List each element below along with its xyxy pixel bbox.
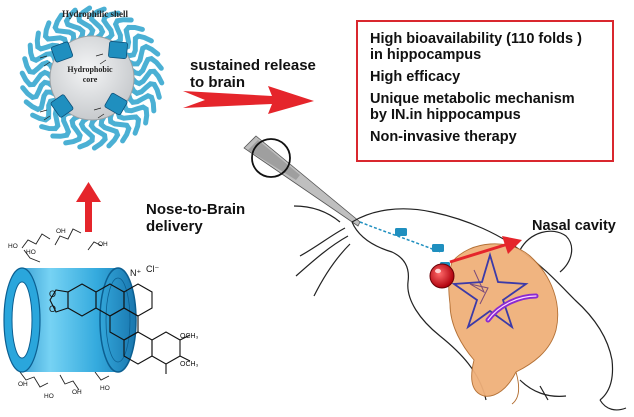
- hydroxyl-7: OH: [72, 389, 82, 396]
- pipette: [243, 135, 361, 227]
- hydroxyl-4: OH: [98, 241, 108, 248]
- micelle-tail: [121, 33, 154, 59]
- micelle-tail: [20, 79, 56, 101]
- hydroxyl-5: OH: [18, 381, 28, 388]
- cation-label: N⁺: [130, 268, 141, 278]
- micelle-linker: [39, 55, 51, 67]
- micelle-tail: [129, 68, 165, 87]
- brain: [448, 243, 559, 405]
- micelle-linker: [95, 53, 107, 65]
- ring-oxygen-2: O: [49, 304, 56, 314]
- benefit-item: High bioavailability (110 folds ) in hip…: [370, 31, 582, 63]
- methoxy-2: OCH₃: [180, 361, 199, 368]
- cyclodextrin-complex: O O N⁺ Cl⁻ OCH₃ OCH₃ HO OH HO OH OH HO O…: [3, 228, 199, 400]
- rat-illustration: [293, 205, 627, 411]
- target-star-outline: [451, 251, 529, 330]
- drug-marker-2: [432, 244, 444, 252]
- micelle-tail: [42, 20, 69, 51]
- micelle-tail: [101, 10, 121, 43]
- hydroxyl-3: HO: [26, 249, 36, 256]
- micelle-tail: [98, 113, 121, 149]
- micelle-tail: [107, 110, 132, 144]
- hydroxyl-1: HO: [8, 243, 18, 250]
- rat-eye: [429, 263, 455, 289]
- micelle-tail: [30, 97, 63, 123]
- micelle-tail: [63, 113, 83, 146]
- nasal-arrow: [449, 236, 522, 264]
- micelle-tail: [52, 12, 77, 46]
- micelle-tail: [89, 6, 107, 41]
- micelle-cargo-group: [39, 41, 128, 121]
- micelle-linker: [39, 109, 51, 121]
- nose-to-brain-label: Nose-to-Brain delivery: [146, 201, 246, 236]
- micelle-tail: [126, 91, 157, 114]
- micelle-tail: [121, 99, 150, 126]
- micelle-linker: [93, 107, 105, 119]
- micelle-tail: [88, 115, 108, 151]
- sustained-release-label: sustained release to brain: [190, 57, 316, 92]
- micelle-tail: [23, 89, 58, 113]
- micelle-core-label-line1: Hydrophobic: [67, 65, 113, 74]
- micelle-cargo: [104, 92, 128, 116]
- nasal-cavity-label: Nasal cavity: [532, 218, 616, 234]
- drug-marker-1: [395, 228, 407, 236]
- micelle-cargo: [50, 41, 74, 63]
- micelle-cargo: [108, 41, 128, 59]
- micelle-tail: [126, 43, 161, 67]
- molecule-structure: [49, 283, 191, 374]
- micelle-tail: [22, 56, 56, 75]
- hydroxyl-6: HO: [44, 393, 54, 400]
- pipette-highlight-circle: [251, 138, 291, 178]
- micelle-cargo: [50, 94, 74, 118]
- micelle-tail: [76, 5, 96, 41]
- release-arrow: [183, 86, 314, 114]
- micelle-tail: [128, 55, 164, 77]
- micelle-shell-label: Hydrophilic shell: [62, 9, 129, 19]
- micelle: Hydrophilic shell Hydrophobic core: [19, 5, 165, 151]
- ring-oxygen-1: O: [49, 289, 56, 299]
- micelle-tail: [19, 69, 55, 88]
- hydroxyl-8: HO: [100, 385, 110, 392]
- micelle-tail: [77, 115, 95, 150]
- micelle-tail: [109, 17, 134, 46]
- hydroxyl-2: OH: [56, 228, 66, 235]
- benefits-box: High bioavailability (110 folds ) in hip…: [356, 20, 614, 162]
- counter-ion-label: Cl⁻: [146, 264, 159, 274]
- benefit-item: High efficacy: [370, 69, 461, 85]
- micelle-tail: [128, 81, 162, 100]
- benefit-item: Unique metabolic mechanism by IN.in hipp…: [370, 91, 575, 123]
- micelle-core-label-line2: core: [83, 75, 98, 84]
- methoxy-1: OCH₃: [180, 333, 199, 340]
- up-arrow: [76, 182, 101, 232]
- cyclodextrin-right-rim: [99, 267, 137, 373]
- benefit-item: Non-invasive therapy: [370, 129, 517, 145]
- micelle-tail: [63, 7, 86, 43]
